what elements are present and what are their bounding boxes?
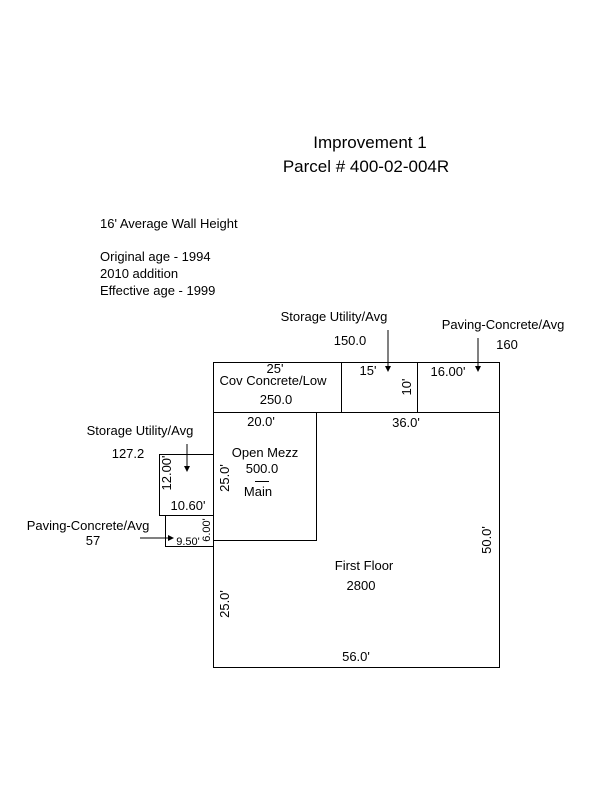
- paving-left-value: 57: [86, 533, 100, 548]
- paving-left-width: 9.50': [176, 536, 200, 548]
- arrow-head-icon: [475, 366, 481, 372]
- title-line1: Improvement 1: [313, 133, 426, 152]
- arrow-head-icon: [168, 535, 174, 541]
- cov-concrete-value: 250.0: [260, 392, 293, 407]
- arrow-head-icon: [184, 466, 190, 472]
- cov-concrete-width: 25': [267, 361, 284, 376]
- open-mezz-label: Open Mezz: [232, 445, 298, 460]
- storage-left-label: Storage Utility/Avg: [87, 423, 194, 438]
- original-age-note: Original age - 1994: [100, 249, 211, 264]
- open-mezz-width: 20.0': [247, 414, 275, 429]
- addition-note: 2010 addition: [100, 266, 179, 281]
- paving-top-value: 160: [496, 337, 518, 352]
- first-floor-bottom-dim: 56.0': [342, 649, 370, 664]
- first-floor-left-dim: 25.0': [217, 590, 232, 618]
- open-mezz-depth: 25.0': [217, 464, 232, 492]
- open-mezz-value: 500.0: [246, 461, 279, 476]
- paving-left-depth: 6.00': [201, 518, 213, 542]
- storage-top-width: 15': [360, 363, 377, 378]
- first-floor-right-dim: 50.0': [479, 526, 494, 554]
- storage-left-depth: 12.00': [159, 455, 174, 490]
- title-line2: Parcel # 400-02-004R: [283, 157, 449, 176]
- storage-top-value: 150.0: [334, 333, 367, 348]
- storage-left-value: 127.2: [112, 446, 145, 461]
- open-mezz-sub: Main: [244, 484, 272, 499]
- paving-left-label: Paving-Concrete/Avg: [27, 518, 150, 533]
- wall-height-note: 16' Average Wall Height: [100, 216, 238, 231]
- paving-top-width: 16.00': [430, 364, 465, 379]
- cov-concrete-label: Cov Concrete/Low: [220, 373, 328, 388]
- storage-top-label: Storage Utility/Avg: [281, 309, 388, 324]
- first-floor-top-dim: 36.0': [392, 415, 420, 430]
- paving-left-outline: [165, 515, 214, 547]
- first-floor-label: First Floor: [335, 558, 394, 573]
- effective-age-note: Effective age - 1999: [100, 283, 216, 298]
- paving-top-label: Paving-Concrete/Avg: [442, 317, 565, 332]
- first-floor-value: 2800: [347, 578, 376, 593]
- top-strip-outline: [213, 362, 500, 413]
- arrow-head-icon: [385, 366, 391, 372]
- storage-left-width: 10.60': [170, 498, 205, 513]
- storage-top-depth: 10': [399, 379, 414, 396]
